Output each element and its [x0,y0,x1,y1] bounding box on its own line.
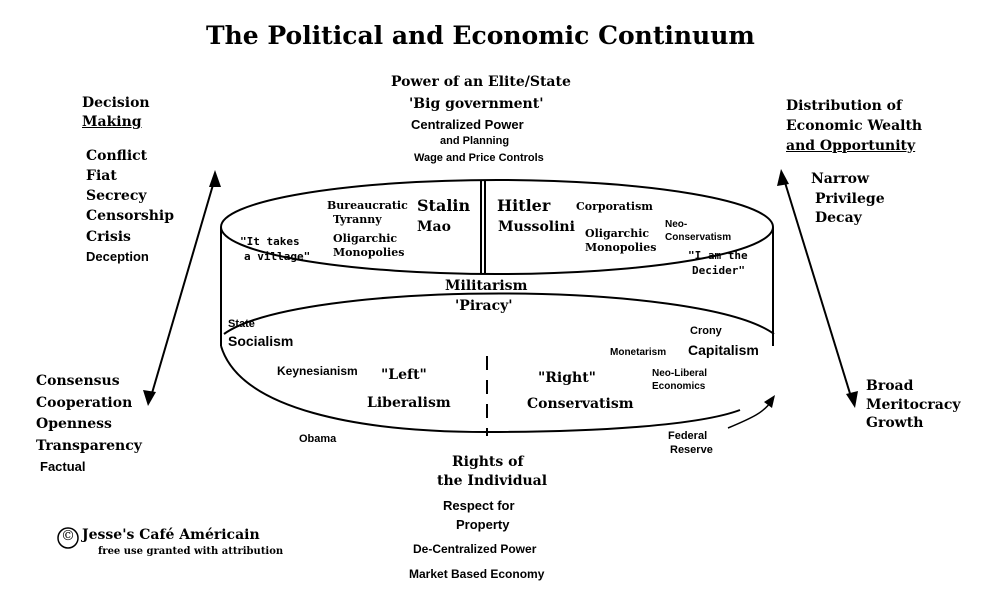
reserve-label: Reserve [670,444,713,456]
oligarchic-left-1: Oligarchic [333,232,398,245]
right-bottom-item: Meritocracy [866,397,961,413]
left-bottom-item: Cooperation [36,395,133,411]
copyright-circle [57,527,79,549]
keynesianism-label: Keynesianism [277,364,358,378]
federal-reserve-arrow [727,399,773,429]
cylinder-inner-arc [223,292,775,335]
credit-name: Jesse's Café Américain [82,527,260,543]
conservatism-label: Conservatism [527,396,634,412]
credit-note: free use granted with attribution [98,546,284,557]
right-arrow-head-top [777,169,789,186]
oligarchic-right-1: Oligarchic [585,227,650,240]
capitalism-label: Capitalism [688,342,759,358]
it-takes-village-1: "It takes [240,235,300,248]
oligarchic-right-2: Monopolies [585,241,657,254]
right-heading-2: Economic Wealth [786,118,923,134]
bottom-line-2: the Individual [437,473,548,489]
stalin: Stalin [417,196,471,215]
right-bottom-item: Growth [866,415,924,431]
left-item: Deception [86,249,149,264]
left-item: Fiat [86,168,117,184]
left-bottom-item: Openness [36,416,112,432]
federal-reserve-arrowhead [764,395,775,408]
federal-label: Federal [668,430,708,442]
page-title: The Political and Economic Continuum [206,21,755,50]
left-arrow-head-bottom [143,390,156,406]
right-diagonal-line [782,175,853,401]
right-heading-3: and Opportunity [786,138,916,154]
right-item: Decay [815,210,862,226]
left-arrow-head-top [209,170,221,187]
top-line-3: Centralized Power [411,117,524,132]
neo-liberal-2: Economics [652,381,706,392]
liberalism-label: Liberalism [367,395,451,411]
top-line-2: 'Big government' [409,96,544,112]
left-item: Censorship [86,208,174,224]
left-label: "Left" [381,367,427,383]
right-arrow-head-bottom [846,391,858,408]
left-diagonal-line [149,177,216,401]
bureaucratic-1: Bureaucratic [327,199,408,212]
monetarism-label: Monetarism [610,347,667,358]
decider-1: "I am the [688,249,748,262]
left-item: Conflict [86,148,148,164]
top-line-5: Wage and Price Controls [414,152,544,164]
bottom-line-6: Market Based Economy [409,567,545,581]
left-heading-1: Decision [82,95,150,111]
left-item: Secrecy [86,188,147,204]
mao: Mao [417,219,451,235]
left-heading-2: Making [82,114,142,130]
left-bottom-item: Transparency [36,438,142,454]
state-label: State [228,318,255,330]
left-item: Crisis [86,229,131,245]
neo-conservatism-1: Neo- [665,219,688,230]
it-takes-village-2: a village" [244,250,311,263]
bottom-line-1: Rights of [452,454,524,470]
right-heading-1: Distribution of [786,98,903,114]
obama-label: Obama [299,433,337,445]
piracy: 'Piracy' [455,298,513,314]
crony-label: Crony [690,325,722,337]
copyright-symbol: © [61,528,75,544]
left-bottom-item: Consensus [36,373,120,389]
top-line-1: Power of an Elite/State [391,74,571,90]
bottom-line-4: Property [456,517,510,532]
corporatism: Corporatism [576,200,653,213]
decider-2: Decider" [692,264,745,277]
bottom-line-5: De-Centralized Power [413,542,537,556]
neo-liberal-1: Neo-Liberal [652,368,708,379]
neo-conservatism-2: Conservatism [665,232,732,243]
mussolini: Mussolini [498,219,575,235]
socialism-label: Socialism [228,333,294,349]
right-bottom-item: Broad [866,378,914,394]
bureaucratic-2: Tyranny [333,213,382,226]
left-bottom-item: Factual [40,459,86,474]
militarism: Militarism [445,278,528,294]
right-item: Narrow [811,171,870,187]
top-line-4: and Planning [440,135,510,147]
right-label: "Right" [538,370,596,386]
bottom-line-3: Respect for [443,498,515,513]
hitler: Hitler [497,196,551,215]
right-item: Privilege [815,191,885,207]
oligarchic-left-2: Monopolies [333,246,405,259]
